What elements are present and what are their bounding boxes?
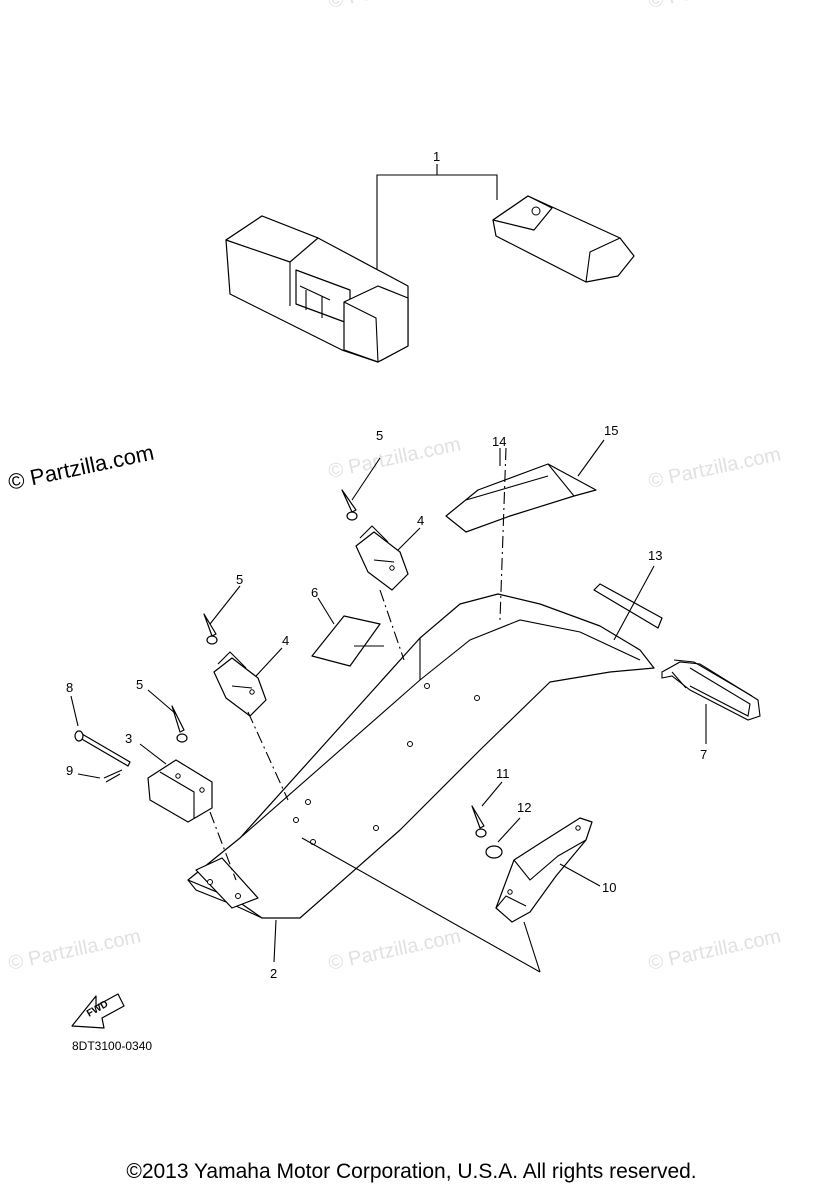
callout-14: 14: [492, 434, 506, 449]
watermark-faded: © Partzilla.com: [326, 433, 462, 483]
callout-7: 7: [700, 747, 707, 762]
part-5-screw-upper: [341, 489, 358, 521]
diagram-code: 8DT3100-0340: [72, 1039, 152, 1053]
callout-15: 15: [604, 423, 618, 438]
callout-4: 4: [417, 513, 424, 528]
part-7-rod: [661, 659, 761, 721]
part-8-pin: [74, 730, 131, 767]
callout-5: 5: [136, 677, 143, 692]
leader-lines: [70, 439, 707, 973]
part-13-strip: [593, 583, 663, 629]
part-14-15-label: [445, 463, 597, 533]
callout-6: 6: [311, 585, 318, 600]
callout-4: 4: [282, 633, 289, 648]
callout-9: 9: [66, 763, 73, 778]
callout-2: 2: [270, 966, 277, 981]
callout-5: 5: [376, 428, 383, 443]
part-2-tray: [187, 593, 655, 919]
part-10-bracket: [495, 817, 593, 923]
callout-5: 5: [236, 572, 243, 587]
part-11-bolt: [471, 805, 487, 838]
callouts: 1 2 3 4 4 5 5 5 6 7 8 9 10 11 12 13 14 1…: [66, 149, 707, 981]
part-5-screw-lower: [203, 613, 218, 645]
callout-12: 12: [517, 800, 531, 815]
part-9-clip: [103, 769, 123, 783]
part-4-clip-lower: [213, 651, 267, 717]
copyright-notice: ©2013 Yamaha Motor Corporation, U.S.A. A…: [126, 1160, 697, 1183]
watermark-faded: © Partzilla.com: [646, 443, 782, 493]
callout-10: 10: [602, 880, 616, 895]
callout-3: 3: [125, 731, 132, 746]
watermark-faded: © Partzilla.com: [326, 0, 462, 13]
watermark-faded: © Partzilla.com: [326, 925, 462, 975]
part-6-pad: [311, 615, 381, 667]
callout-8: 8: [66, 680, 73, 695]
watermark-faded: © Partzilla.com: [646, 925, 782, 975]
part-1-toolkit: [225, 164, 635, 363]
callout-1: 1: [433, 149, 440, 164]
watermark-faded: © Partzilla.com: [646, 0, 782, 13]
callout-11: 11: [496, 766, 510, 781]
callout-13: 13: [648, 548, 662, 563]
fwd-arrow-icon: FWD: [71, 993, 125, 1029]
part-4-clip-upper: [355, 525, 409, 591]
watermark-faded: © Partzilla.com: [6, 925, 142, 975]
part-5-screw-left: [171, 705, 188, 743]
part-3-hinge: [147, 759, 213, 823]
part-12-washer: [485, 845, 503, 859]
watermark-main: © Partzilla.com: [6, 440, 156, 495]
